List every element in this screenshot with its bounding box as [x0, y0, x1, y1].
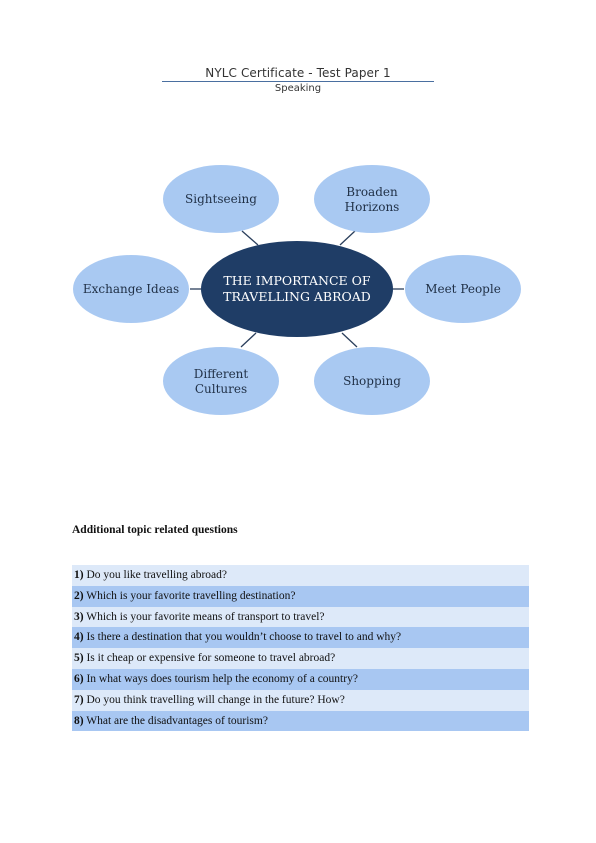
node-sightseeing: [163, 165, 279, 233]
question-number: 7): [74, 693, 84, 706]
document-title: NYLC Certificate - Test Paper 1: [162, 66, 434, 82]
question-row: 5) Is it cheap or expensive for someone …: [72, 648, 529, 669]
node-label-horizons: Horizons: [345, 200, 400, 214]
node-different-cultures: [163, 347, 279, 415]
connector-sightseeing: [241, 230, 259, 246]
question-number: 5): [74, 652, 84, 665]
node-label-exchange-ideas: Exchange Ideas: [83, 282, 179, 296]
node-exchange-ideas: [73, 255, 189, 323]
question-row: 6) In what ways does tourism help the ec…: [72, 668, 529, 690]
node-label-meet-people: Meet People: [425, 282, 501, 296]
node-broaden-horizons: [314, 165, 430, 233]
question-number: 1): [74, 569, 84, 581]
question-row: 3) Which is your favorite means of trans…: [72, 606, 529, 628]
node-label-sightseeing: Sightseeing: [185, 192, 257, 206]
center-label-line-2: TRAVELLING ABROAD: [223, 289, 371, 304]
question-number: 2): [74, 589, 84, 602]
question-text: In what ways does tourism help the econo…: [83, 672, 358, 685]
document-subtitle: Speaking: [274, 83, 322, 94]
question-text: Which is your favorite travelling destin…: [83, 589, 296, 602]
question-text: Is it cheap or expensive for someone to …: [83, 652, 336, 665]
center-node: [201, 241, 393, 337]
node-meet-people: [405, 255, 521, 323]
question-text: Is there a destination that you wouldn’t…: [83, 631, 402, 644]
question-row: 1) Do you like travelling abroad?: [72, 565, 529, 586]
connector-different-cultures: [240, 332, 257, 348]
connector-shopping: [341, 332, 358, 348]
node-shopping: [314, 347, 430, 415]
node-label-different: Different: [194, 367, 249, 381]
node-label-broaden: Broaden: [346, 185, 398, 199]
question-row: 4) Is there a destination that you would…: [72, 627, 529, 649]
question-number: 4): [74, 631, 84, 644]
node-label-shopping: Shopping: [343, 374, 401, 388]
question-text: What are the disadvantages of tourism?: [83, 714, 268, 727]
node-label-cultures: Cultures: [195, 382, 247, 396]
question-text: Which is your favorite means of transpor…: [83, 610, 325, 623]
questions-heading: Additional topic related questions: [72, 524, 238, 536]
question-text: Do you like travelling abroad?: [83, 569, 227, 581]
questions-table: 1) Do you like travelling abroad? 2) Whi…: [72, 565, 529, 732]
question-row: 2) Which is your favorite travelling des…: [72, 585, 529, 607]
connector-broaden-horizons: [339, 230, 356, 246]
question-text: Do you think travelling will change in t…: [83, 693, 345, 706]
question-row: 7) Do you think travelling will change i…: [72, 689, 529, 711]
question-number: 8): [74, 714, 84, 727]
question-number: 6): [74, 672, 84, 685]
question-row: 8) What are the disadvantages of tourism…: [72, 710, 529, 732]
question-number: 3): [74, 610, 84, 623]
center-label-line-1: THE IMPORTANCE OF: [223, 273, 370, 288]
